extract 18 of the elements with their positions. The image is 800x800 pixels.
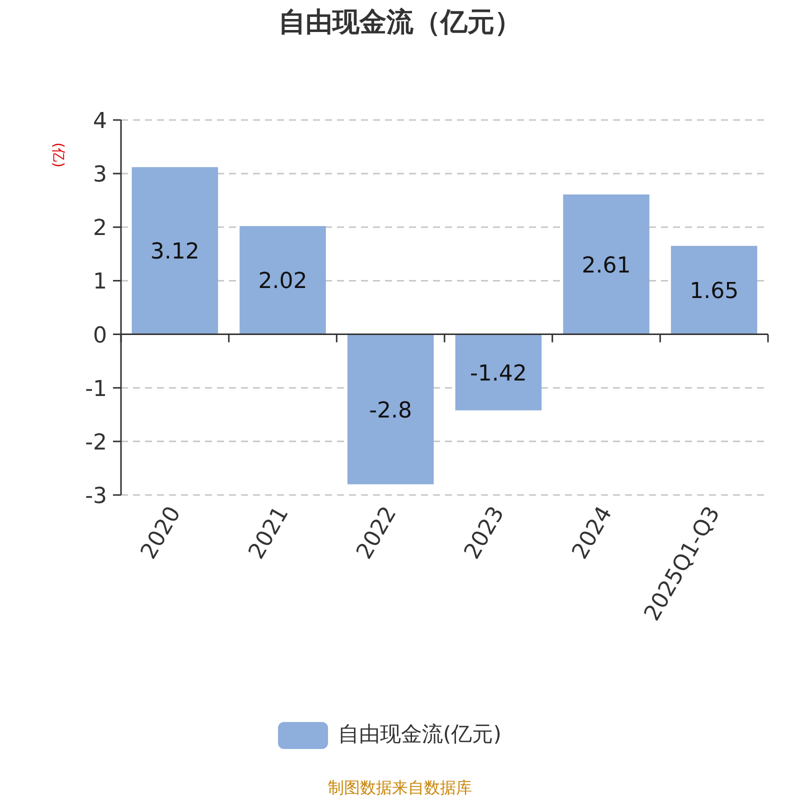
data-label: -2.8 — [369, 398, 412, 424]
data-label: 1.65 — [690, 279, 739, 304]
source-note: 制图数据来自数据库 — [327, 778, 473, 799]
legend-label: 自由现金流(亿元) — [338, 721, 502, 748]
tick-label: 4 — [93, 109, 107, 134]
tick-label: -2 — [85, 430, 107, 456]
axis-title: (亿) — [50, 142, 66, 168]
data-label: 2.61 — [582, 253, 631, 278]
tick-label: 0 — [93, 323, 107, 348]
data-label: 2.02 — [258, 269, 308, 294]
tick-label: 1 — [93, 270, 107, 295]
tick-label: -1 — [85, 376, 107, 402]
data-label: 3.12 — [150, 240, 200, 265]
tick-label: 2 — [93, 216, 107, 242]
data-label: -1.42 — [470, 361, 527, 386]
chart-title: 自由现金流（亿元） — [278, 6, 522, 40]
tick-label: 3 — [93, 162, 107, 188]
tick-label: -3 — [85, 484, 107, 509]
